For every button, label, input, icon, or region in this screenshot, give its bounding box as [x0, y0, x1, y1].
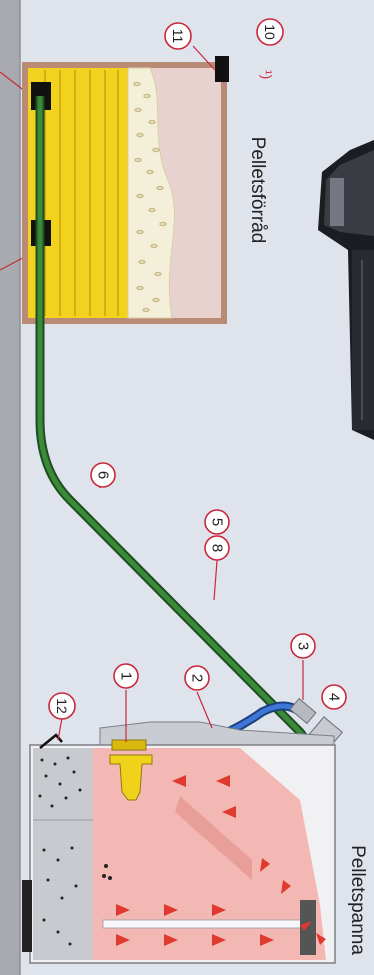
callout-11: 11 [165, 23, 191, 49]
callout-2: 2 [185, 666, 209, 690]
svg-text:12: 12 [54, 698, 70, 714]
callout-12: 12 [49, 693, 75, 719]
pellet-storage [22, 56, 229, 324]
callout-5: 5 [205, 510, 229, 534]
svg-text:11: 11 [170, 29, 186, 44]
heat-exchanger-tube [103, 920, 303, 928]
pellet-boiler-label: Pelletspanna [347, 845, 368, 955]
svg-text:5: 5 [209, 518, 226, 526]
svg-text:1: 1 [118, 672, 135, 680]
cyclone-top [112, 740, 146, 750]
callout-8: 8 [205, 536, 229, 560]
callout-4: 4 [322, 685, 346, 709]
building-wall [0, 0, 20, 975]
svg-text:2: 2 [189, 674, 206, 682]
callout-1: 1 [114, 664, 138, 688]
level-sensor [215, 56, 229, 82]
pellet-boiler [22, 722, 335, 963]
callout-3: 3 [291, 634, 315, 658]
pellet-storage-label: Pelletsförråd [247, 137, 268, 244]
svg-text:3: 3 [295, 642, 312, 650]
boiler-hopper [33, 748, 93, 960]
svg-text:6: 6 [95, 471, 112, 479]
boiler-front-panel [22, 880, 32, 952]
svg-text:4: 4 [326, 693, 343, 701]
callout-10: 10 [257, 19, 283, 45]
footnote-mark: ¹) [259, 70, 275, 79]
svg-text:10: 10 [262, 24, 278, 40]
callout-6: 6 [91, 463, 115, 487]
svg-text:8: 8 [209, 544, 226, 552]
